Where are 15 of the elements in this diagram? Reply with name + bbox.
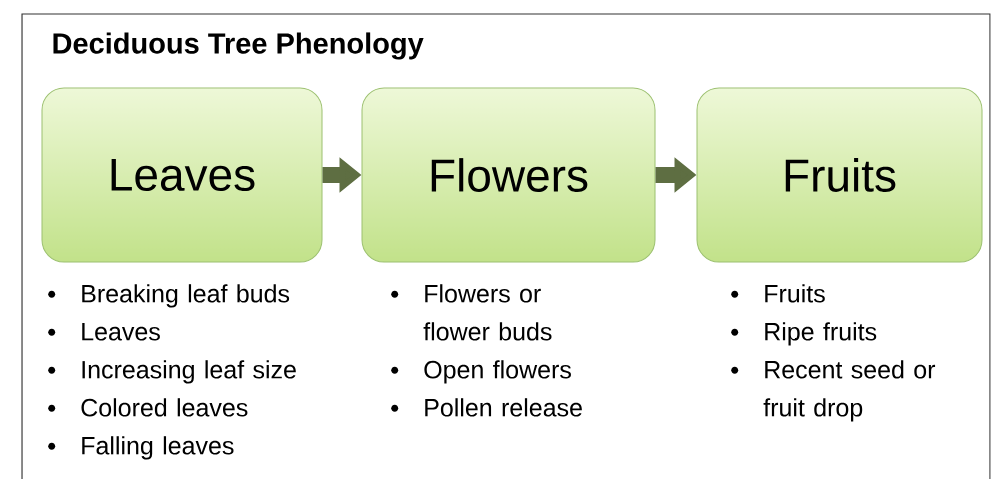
bullet-item: Flowers or flower buds bbox=[391, 284, 552, 341]
bullet-item: Breaking leaf buds bbox=[48, 284, 290, 308]
bullet-item: Pollen release bbox=[391, 398, 582, 417]
bullet-item: Fruits bbox=[731, 284, 825, 303]
bullet-item: Open flowers bbox=[391, 360, 571, 384]
bullet-item: Ripe fruits bbox=[731, 322, 877, 346]
title: Deciduous Tree Phenology bbox=[53, 32, 424, 60]
stage-box: Leaves bbox=[41, 87, 323, 263]
bullet-item: Colored leaves bbox=[48, 398, 248, 417]
bullet-item: Increasing leaf size bbox=[48, 360, 296, 384]
bullet-item: Leaves bbox=[48, 323, 160, 341]
bullet-item: Recent seed or fruit drop bbox=[731, 360, 936, 422]
stage-box: Fruits bbox=[696, 87, 983, 263]
bullet-item: Falling leaves bbox=[48, 436, 234, 460]
stage-box: Flowers bbox=[361, 87, 656, 263]
